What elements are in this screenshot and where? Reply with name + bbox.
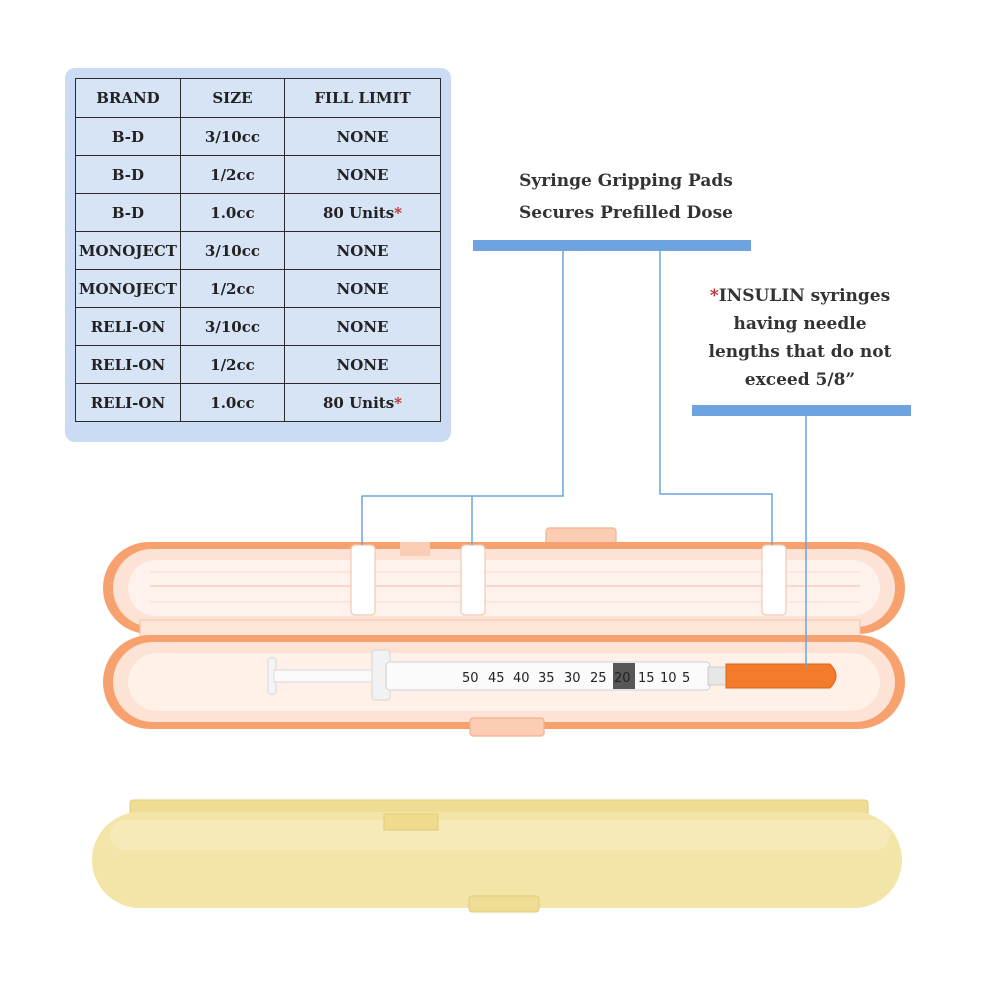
scale-label: 20 [614, 671, 631, 686]
note-text: INSULIN syringes [718, 286, 891, 306]
closed-case-clip [468, 895, 540, 913]
insulin-callout-bar [692, 405, 911, 416]
cell-brand: B-D [75, 193, 181, 232]
cell-brand: B-D [75, 155, 181, 194]
note-line: having needle [733, 314, 867, 334]
fill-value: 80 Units [323, 393, 395, 412]
asterisk: * [709, 286, 719, 306]
table-row: RELI-ON 1/2cc NONE [75, 345, 441, 384]
table-row: B-D 3/10cc NONE [75, 117, 441, 156]
syringe-scale: 5 10 15 20 25 30 35 40 45 50 [462, 671, 690, 686]
cell-size: 1.0cc [179, 193, 286, 232]
note-line: lengths that do not [708, 342, 892, 362]
plunger-rod [273, 669, 385, 683]
fill-value: NONE [336, 241, 389, 260]
closed-case [92, 799, 902, 913]
cell-size: 1.0cc [179, 383, 286, 422]
cell-fill: NONE [284, 269, 441, 308]
syringe-plunger-tip [613, 663, 635, 689]
cell-brand: RELI-ON [75, 383, 181, 422]
cell-fill: 80 Units* [284, 193, 441, 232]
cell-fill: NONE [284, 307, 441, 346]
table-row: MONOJECT 3/10cc NONE [75, 231, 441, 270]
insulin-note: *INSULIN syringes having needle lengths … [690, 282, 910, 394]
fill-value: NONE [336, 317, 389, 336]
cell-brand: RELI-ON [75, 307, 181, 346]
cell-brand: MONOJECT [75, 269, 181, 308]
fill-value: 80 Units [323, 203, 395, 222]
cell-fill: NONE [284, 155, 441, 194]
table-header-row: BRAND SIZE FILL LIMIT [75, 78, 441, 118]
syringe-hub [707, 666, 729, 686]
callout-leader-lines [361, 251, 807, 668]
gripping-pad [761, 544, 787, 616]
scale-label: 35 [538, 671, 555, 686]
gripping-pads-caption: Syringe Gripping Pads Secures Prefilled … [470, 165, 782, 229]
cell-fill: NONE [284, 231, 441, 270]
closed-case-hinge [383, 813, 439, 831]
header-fill-limit: FILL LIMIT [284, 78, 441, 118]
case-clip-tab [469, 717, 545, 737]
scale-label: 15 [638, 671, 655, 686]
table-row: B-D 1.0cc 80 Units* [75, 193, 441, 232]
cell-size: 1/2cc [179, 345, 286, 384]
needle-cap [725, 663, 837, 689]
scale-label: 40 [513, 671, 530, 686]
gripping-pad [460, 544, 486, 616]
caption-line: Syringe Gripping Pads [519, 171, 733, 191]
cell-size: 3/10cc [179, 231, 286, 270]
cell-fill: NONE [284, 345, 441, 384]
cell-fill: 80 Units* [284, 383, 441, 422]
fill-value: NONE [336, 165, 389, 184]
hinge-notch [400, 542, 430, 556]
scale-label: 45 [488, 671, 505, 686]
gripping-pad [350, 544, 376, 616]
table-row: RELI-ON 3/10cc NONE [75, 307, 441, 346]
pads-callout-bar [473, 240, 751, 251]
note-line: *INSULIN syringes [690, 282, 910, 310]
caption-line: Secures Prefilled Dose [519, 203, 733, 223]
cell-fill: NONE [284, 117, 441, 156]
table-row: RELI-ON 1.0cc 80 Units* [75, 383, 441, 422]
asterisk: * [394, 393, 403, 412]
table-row: B-D 1/2cc NONE [75, 155, 441, 194]
scale-label: 25 [590, 671, 607, 686]
case-upper-half [103, 542, 905, 634]
cell-size: 1/2cc [179, 155, 286, 194]
fill-value: NONE [336, 127, 389, 146]
cell-brand: RELI-ON [75, 345, 181, 384]
leader-line [361, 251, 564, 545]
fill-limit-table: BRAND SIZE FILL LIMIT B-D 3/10cc NONE B-… [75, 78, 441, 422]
insulin-syringe: 5 10 15 20 25 30 35 40 45 50 [267, 649, 837, 701]
scale-label: 50 [462, 671, 479, 686]
asterisk: * [394, 203, 403, 222]
scale-label: 10 [660, 671, 677, 686]
header-brand: BRAND [75, 78, 181, 118]
leader-line [659, 251, 773, 545]
note-line: exceed 5/8” [744, 370, 856, 390]
fill-value: NONE [336, 355, 389, 374]
scale-label: 30 [564, 671, 581, 686]
fill-value: NONE [336, 279, 389, 298]
cell-size: 3/10cc [179, 117, 286, 156]
cell-brand: MONOJECT [75, 231, 181, 270]
closed-case-highlight [110, 820, 890, 850]
scale-label: 5 [682, 671, 690, 686]
